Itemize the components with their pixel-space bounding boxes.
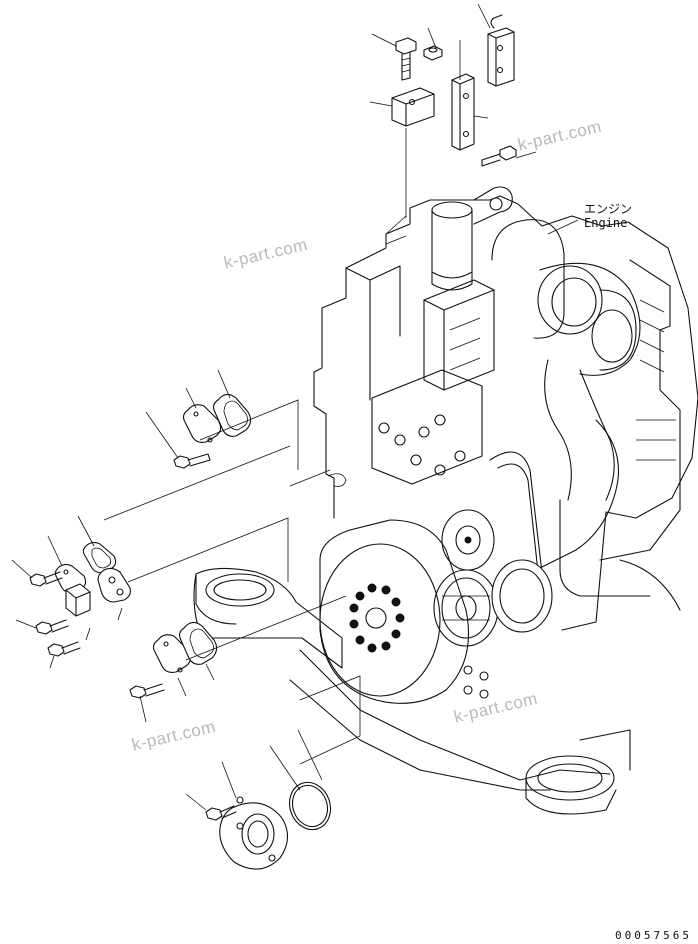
bracket-plate bbox=[451, 73, 475, 151]
bracket-nut bbox=[423, 45, 443, 61]
alternator-pulley bbox=[491, 559, 553, 633]
engine-label-english: Engine bbox=[584, 216, 628, 230]
engine-mount-frame bbox=[193, 567, 631, 815]
flywheel-bolts bbox=[349, 583, 405, 653]
fan-pulley bbox=[433, 569, 499, 647]
cover-plate-lower bbox=[152, 634, 192, 673]
gasket-lower bbox=[178, 621, 218, 665]
bottom-cover bbox=[219, 796, 289, 870]
engine-callout-label: エンジン Engine bbox=[584, 202, 632, 230]
o-ring bbox=[288, 781, 332, 831]
top-bracket-group bbox=[369, 3, 537, 218]
spacer-block bbox=[391, 87, 435, 127]
bolts-left bbox=[29, 571, 81, 657]
crank-pulley bbox=[441, 509, 495, 571]
flywheel-housing bbox=[319, 519, 489, 704]
clamp-block bbox=[487, 14, 515, 87]
engine-label-japanese: エンジン bbox=[584, 202, 633, 216]
bolt-upper bbox=[173, 453, 211, 469]
bolt-lower bbox=[129, 683, 165, 699]
oil-filter bbox=[431, 201, 473, 291]
engine-assembly bbox=[313, 186, 698, 647]
plate-with-holes bbox=[97, 567, 131, 603]
bolt-bottom bbox=[205, 805, 237, 821]
mounting-bolt bbox=[481, 145, 517, 167]
bracket-bolt bbox=[395, 37, 417, 81]
drawing-number: 00057565 bbox=[615, 929, 692, 942]
intake-pipe bbox=[491, 219, 641, 376]
gasket-upper bbox=[212, 393, 252, 437]
spacer-left bbox=[65, 583, 91, 617]
cover-plate-upper bbox=[182, 404, 222, 443]
